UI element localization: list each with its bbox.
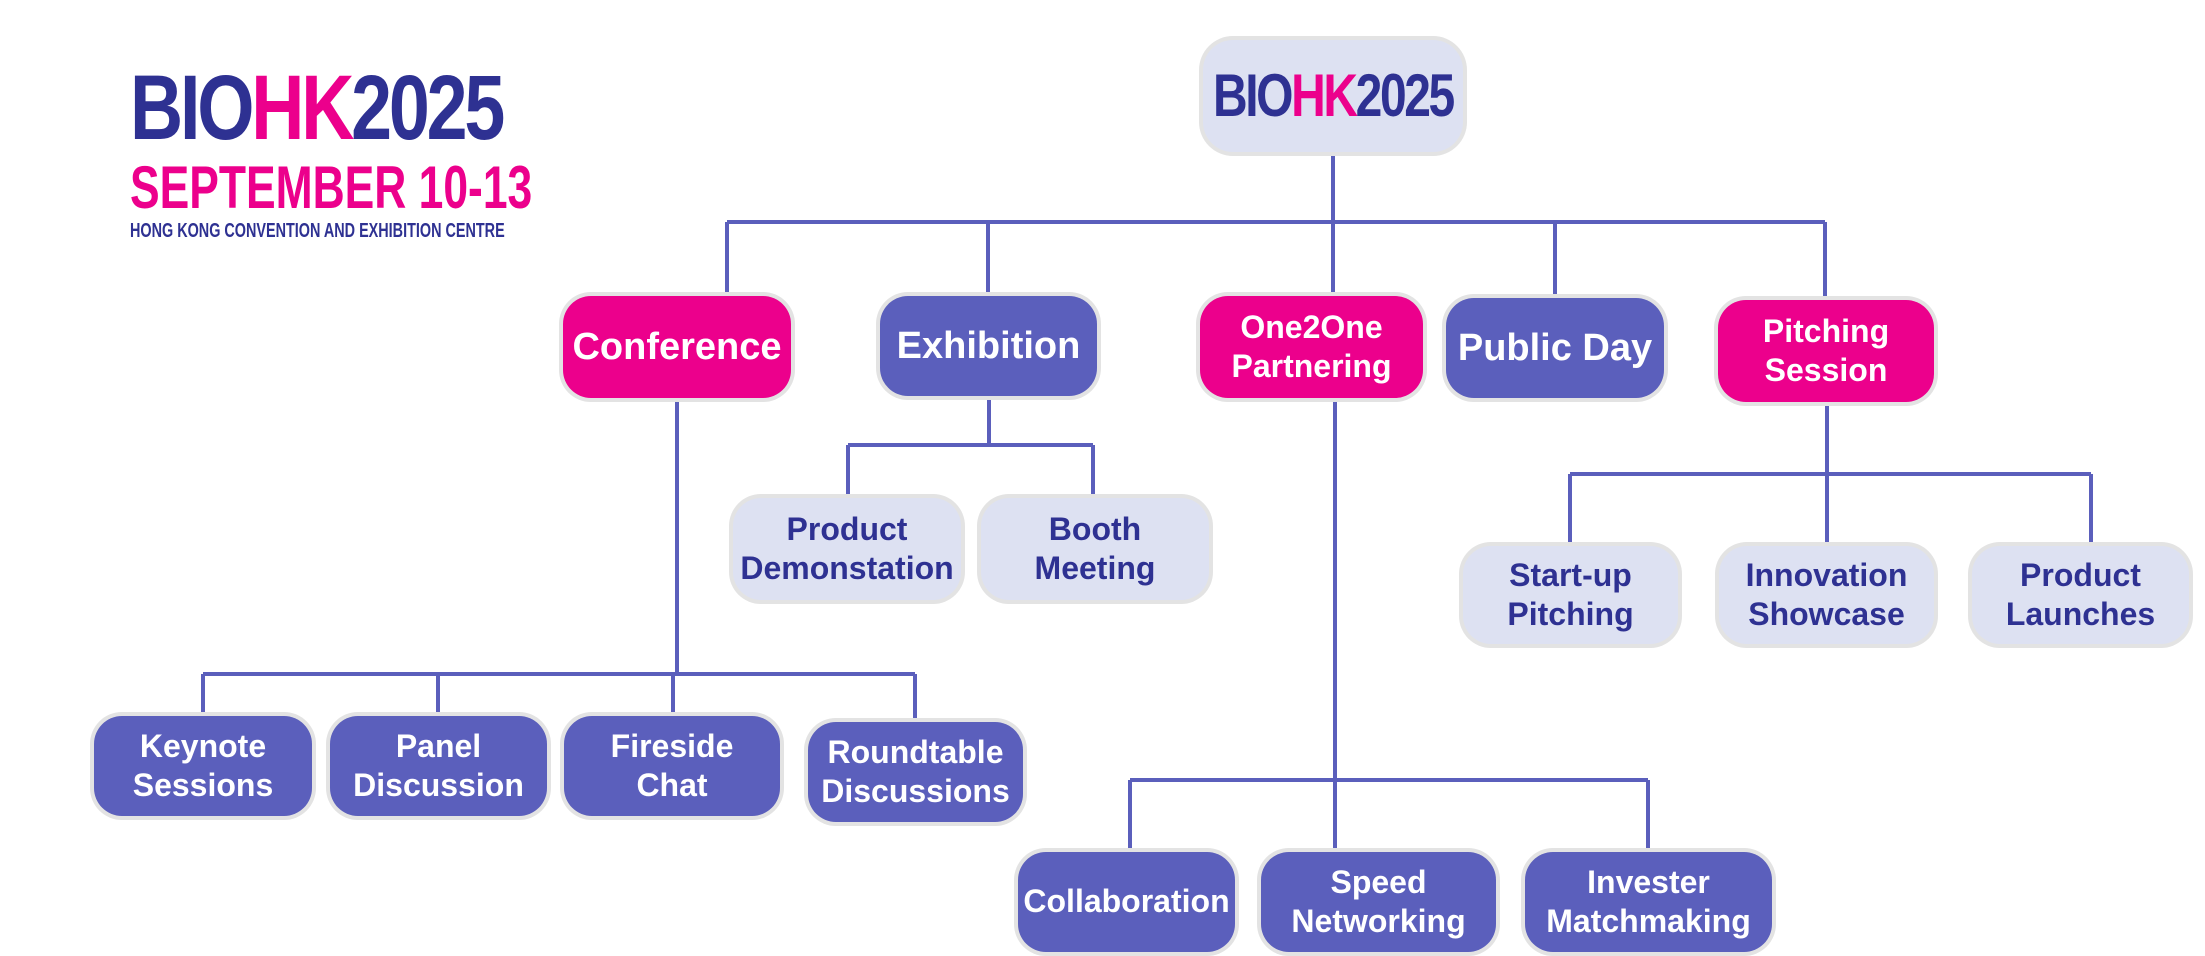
logo-venue: HONG KONG CONVENTION AND EXHIBITION CENT…	[130, 220, 505, 242]
node-collaboration: Collaboration	[1018, 852, 1235, 952]
node-pitching-session: Pitching Session	[1718, 300, 1934, 402]
node-startup-pitching: Start-up Pitching	[1463, 546, 1678, 644]
root-node: BIOHK2025	[1203, 40, 1463, 152]
node-public-day: Public Day	[1446, 298, 1664, 398]
logo-title: BIOHK2025	[130, 62, 505, 154]
logo-dates: SEPTEMBER 10-13	[130, 154, 533, 221]
node-fireside-chat: Fireside Chat	[564, 716, 780, 816]
logo-hk: HK	[251, 57, 354, 159]
logo-bio: BIO	[130, 57, 254, 159]
node-exhibition: Exhibition	[880, 296, 1097, 396]
connector-one2one	[1128, 398, 1650, 852]
node-speed-networking: Speed Networking	[1261, 852, 1496, 952]
connector-conference	[201, 398, 917, 722]
logo-year: 2025	[351, 57, 505, 159]
node-keynote-sessions: Keynote Sessions	[94, 716, 312, 816]
node-roundtable-discussions: Roundtable Discussions	[808, 722, 1023, 822]
root-year: 2025	[1355, 62, 1456, 130]
node-product-demonstation: Product Demonstation	[733, 498, 961, 600]
node-panel-discussion: Panel Discussion	[330, 716, 547, 816]
connector-root	[725, 152, 1827, 296]
node-investor-matchmaking: Invester Matchmaking	[1525, 852, 1772, 952]
node-one2one-partnering: One2One Partnering	[1200, 296, 1423, 398]
root-bio: BIO	[1213, 62, 1294, 130]
node-innovation-showcase: Innovation Showcase	[1719, 546, 1934, 644]
node-booth-meeting: Booth Meeting	[981, 498, 1209, 600]
node-product-launches: Product Launches	[1972, 546, 2189, 644]
event-logo: BIOHK2025 SEPTEMBER 10-13 HONG KONG CONV…	[130, 62, 533, 242]
connector-exhibition	[846, 396, 1095, 498]
root-title: BIOHK2025	[1213, 59, 1456, 132]
root-hk: HK	[1291, 62, 1358, 130]
connector-pitching	[1568, 402, 2093, 546]
node-conference: Conference	[563, 296, 791, 398]
